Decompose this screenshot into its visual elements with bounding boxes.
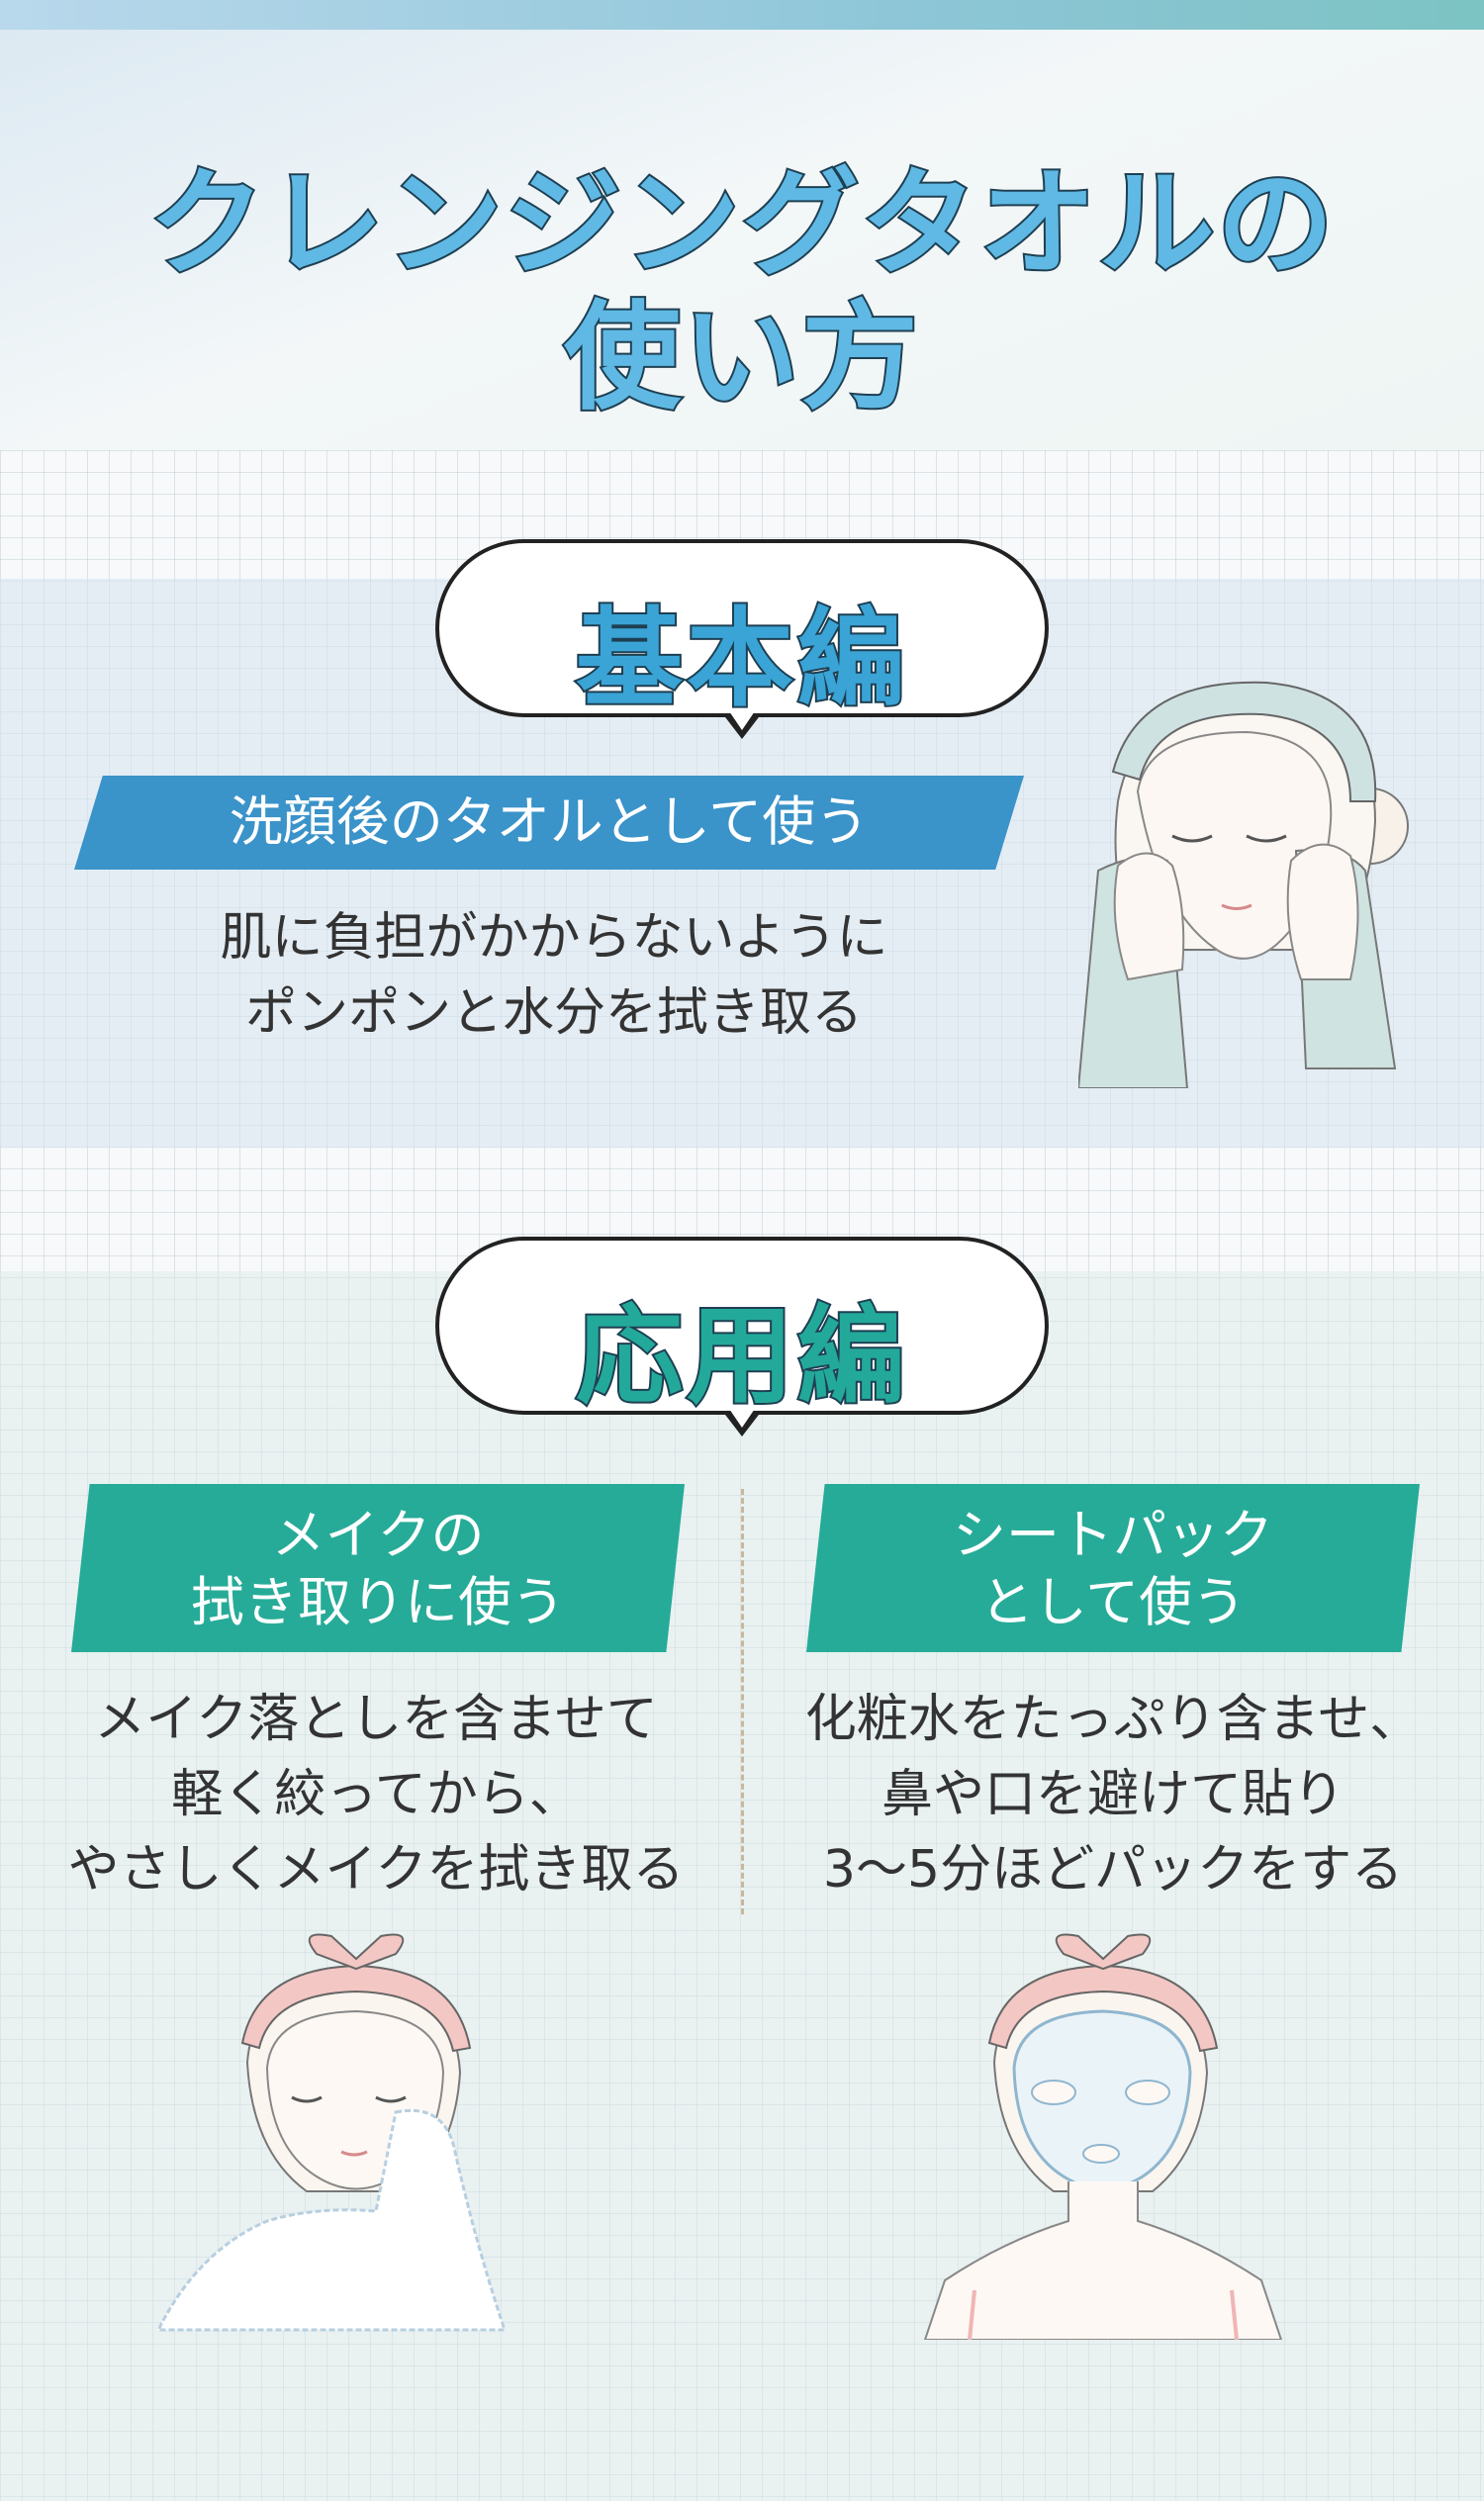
makeup-ribbon-line2: 拭き取りに使う bbox=[191, 1571, 565, 1633]
sheet-pack-desc-line3: 3〜5分ほどパックをする bbox=[822, 1840, 1404, 1899]
woman-sheet-mask-illustration bbox=[923, 1933, 1283, 2340]
column-divider bbox=[741, 1489, 744, 1914]
sheet-pack-ribbon-line1: シートパック bbox=[953, 1504, 1273, 1566]
basic-description: 肌に負担がかからないように ポンポンと水分を拭き取る bbox=[129, 900, 979, 1051]
basic-desc-line1: 肌に負担がかからないように bbox=[220, 908, 888, 968]
makeup-desc-line2: 軽く絞ってから、 bbox=[171, 1765, 581, 1824]
makeup-ribbon-line1: メイクの bbox=[271, 1504, 485, 1566]
makeup-removal-description: メイク落としを含ませて 軽く絞ってから、 やさしくメイクを拭き取る bbox=[40, 1682, 712, 1907]
applied-heading-bubble: 応用編 bbox=[435, 1237, 1049, 1436]
sheet-pack-ribbon: シートパック として使う bbox=[806, 1484, 1420, 1652]
woman-makeup-removal-illustration bbox=[158, 1933, 508, 2332]
page-title-line1: クレンジングタオルの bbox=[146, 153, 1336, 294]
basic-heading-bubble: 基本編 bbox=[435, 539, 1049, 739]
bubble-tail bbox=[722, 1406, 762, 1436]
applied-heading: 応用編 bbox=[574, 1293, 908, 1421]
basic-desc-line2: ポンポンと水分を拭き取る bbox=[244, 983, 863, 1043]
bubble-tail bbox=[722, 708, 762, 739]
sheet-pack-desc-line1: 化粧水をたっぷり含ませ、 bbox=[804, 1690, 1422, 1749]
page-title-line2: 使い方 bbox=[562, 287, 920, 427]
makeup-removal-ribbon: メイクの 拭き取りに使う bbox=[71, 1484, 685, 1652]
top-gradient-strip bbox=[0, 0, 1484, 30]
sheet-pack-description: 化粧水をたっぷり含ませ、 鼻や口を避けて貼り 3〜5分ほどパックをする bbox=[772, 1682, 1454, 1907]
makeup-desc-line3: やさしくメイクを拭き取る bbox=[67, 1840, 685, 1899]
basic-ribbon-label: 洗顔後のタオルとして使う bbox=[229, 790, 870, 853]
makeup-desc-line1: メイク落としを含ませて bbox=[94, 1690, 658, 1749]
woman-towel-illustration bbox=[1078, 681, 1409, 1088]
sheet-pack-ribbon-line2: として使う bbox=[979, 1571, 1247, 1633]
sheet-pack-desc-line2: 鼻や口を避けて貼り bbox=[881, 1765, 1345, 1824]
basic-heading: 基本編 bbox=[574, 596, 908, 723]
basic-ribbon: 洗顔後のタオルとして使う bbox=[74, 776, 1024, 870]
header: クレンジングタオルの 使い方 bbox=[0, 30, 1484, 450]
